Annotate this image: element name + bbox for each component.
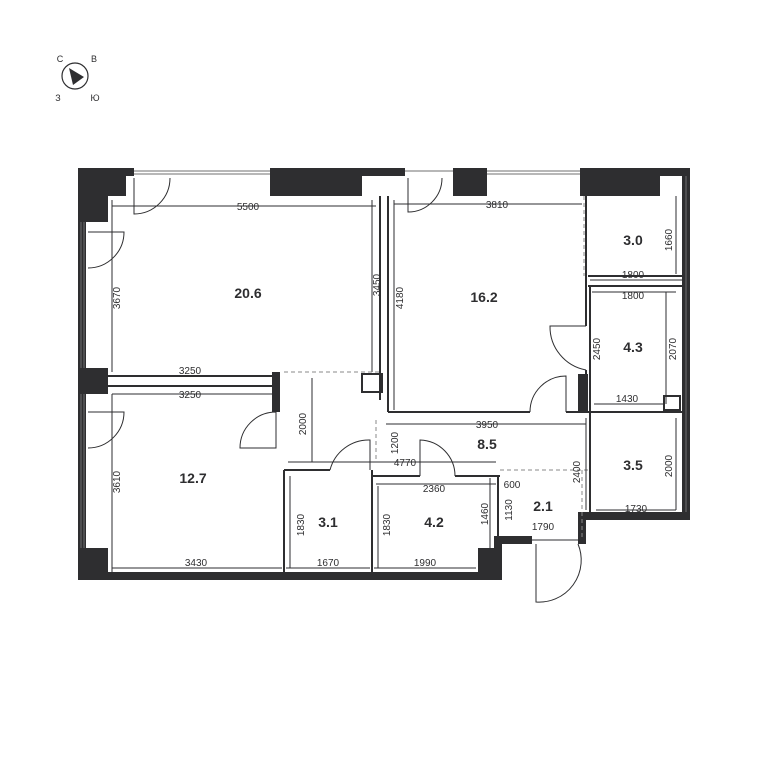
room-area-entry: 2.1 [533,498,553,514]
dim-label: 1200 [390,431,401,454]
dim-label: 1430 [616,394,639,405]
dim-label: 3950 [476,420,499,431]
compass-east: В [91,54,97,64]
wall-bottom [78,572,500,580]
wall-left-upper [78,222,86,372]
wall-left-mid [78,368,108,394]
room-area-living: 20.6 [234,285,261,301]
dim-label: 1990 [414,558,437,569]
compass-ring [61,62,89,90]
compass-west: З [55,93,60,103]
dimension-labels: 5500 3810 3670 3450 4180 1660 1800 1800 … [112,200,679,569]
room-area-hall: 8.5 [477,436,497,452]
dim-label: 3430 [185,558,208,569]
door-bath-mid [549,325,587,371]
dim-label: 3810 [486,200,509,211]
room-area-bedroom-small: 12.7 [179,470,206,486]
door-living-window [87,231,125,269]
wall-right-bottom [586,512,690,520]
wall-top-1 [126,168,134,176]
dim-label: 5500 [237,202,260,213]
compass: С В З Ю [55,54,99,103]
room-area-storage-b: 4.2 [424,514,444,530]
door-small-bedroom-window [87,411,125,449]
room-area-bath-mid: 4.3 [623,339,643,355]
dim-label: 1730 [625,504,648,515]
door-entrance [535,543,582,603]
room-areas: 20.6 16.2 3.0 4.3 3.5 12.7 8.5 3.1 4.2 2… [179,232,643,530]
door-storage-b [419,439,456,477]
wall-top-2 [362,168,405,176]
compass-north: С [57,54,64,64]
dim-label: 1130 [504,499,515,521]
dim-label: 3670 [112,286,123,309]
door-living-balcony [133,177,171,215]
dim-label: 2450 [592,337,603,360]
dim-label: 3610 [112,470,123,493]
door-storage-a [329,439,371,471]
room-area-bath-top: 3.0 [623,232,643,248]
dim-label: 1830 [296,513,307,536]
wall-top-pillar-2 [453,168,487,196]
wall-left-lower [78,394,86,548]
door-bedroom-balcony [407,177,443,213]
room-area-storage-a: 3.1 [318,514,338,530]
dim-label: 2000 [298,412,309,435]
dim-label: 1460 [480,502,491,525]
door-small-bedroom-hall [239,411,277,449]
dim-label: 1800 [622,270,645,281]
wall-entry-left [494,536,502,580]
dim-label: 1670 [317,558,340,569]
compass-south: Ю [90,93,99,103]
dim-label: 3250 [179,366,202,377]
dim-label: 1800 [622,291,645,302]
wall-top-pillar-3 [580,168,660,196]
dim-label: 2070 [668,337,679,360]
dim-label: 1660 [664,228,675,251]
dim-label: 2400 [572,460,583,483]
dim-label: 2360 [423,484,446,495]
dim-label: 4180 [395,286,406,309]
dim-label: 1830 [382,513,393,536]
wall-corner-bottom-left [78,548,108,572]
wall-corner-top-left [78,168,126,222]
dim-label: 3450 [372,273,383,296]
dimension-lines [111,196,682,572]
dim-label: 2000 [664,454,675,477]
dim-label: 600 [504,480,521,491]
door-bedroom-hall [529,375,567,413]
wall-top-pillar-1 [270,168,362,196]
dim-label: 4770 [394,458,417,469]
room-area-bedroom: 16.2 [470,289,497,305]
windows [80,170,687,548]
compass-arrow-icon [69,68,84,85]
room-area-bath-low: 3.5 [623,457,643,473]
dim-label: 1790 [532,522,555,533]
dim-label: 3250 [179,390,202,401]
